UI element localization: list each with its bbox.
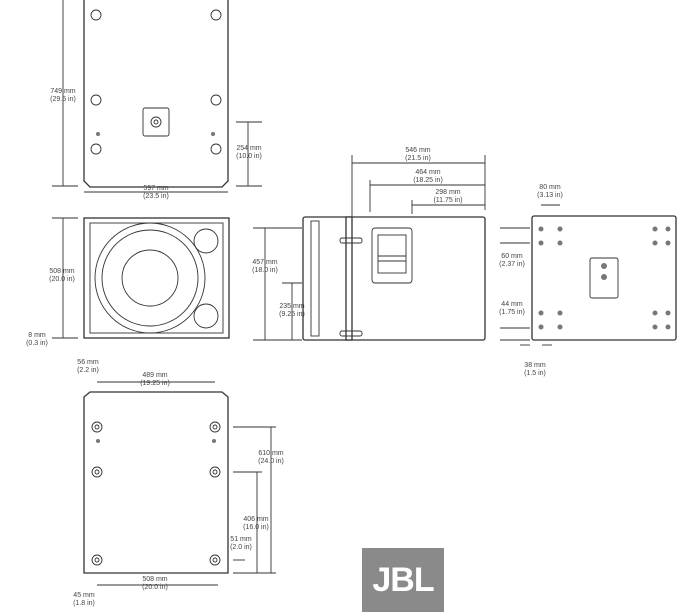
- dim-label: (21.5 in): [405, 155, 431, 162]
- mount-point-icon: [557, 240, 563, 246]
- dim-label: 45 mm: [73, 592, 95, 599]
- dim-label: (2.2 in): [77, 367, 99, 374]
- dim-label: 489 mm: [142, 372, 167, 379]
- foot-icon: [91, 421, 103, 433]
- foot-icon: [91, 554, 103, 566]
- dim-label: (29.5 in): [50, 96, 76, 103]
- dim-label: (18.0 in): [252, 267, 278, 274]
- dim-label: 406 mm: [243, 516, 268, 523]
- mount-point-icon: [557, 324, 563, 330]
- jbl-logo: JBL: [362, 548, 444, 612]
- dim-label: 508 mm: [142, 576, 167, 583]
- dim-label: (19.25 in): [140, 380, 170, 387]
- top-view: [52, 0, 262, 193]
- mount-point-icon: [557, 310, 563, 316]
- foot-icon: [212, 557, 218, 563]
- dim-label: 464 mm: [415, 169, 440, 176]
- mount-point-icon: [665, 310, 671, 316]
- mount-point-icon: [665, 240, 671, 246]
- foot-icon: [209, 466, 221, 478]
- dim-label: (20.0 in): [142, 584, 168, 591]
- rear-view: [500, 204, 677, 346]
- dim-label: (1.8 in): [73, 600, 95, 607]
- dim-label: (3.13 in): [537, 192, 563, 199]
- side-view: [253, 155, 486, 341]
- foot-icon: [209, 421, 221, 433]
- dim-label: 749 mm: [50, 88, 75, 95]
- dim-label: 60 mm: [501, 253, 523, 260]
- mount-point-icon: [652, 226, 658, 232]
- dim-label: (2.0 in): [230, 544, 252, 551]
- dim-label: (10.0 in): [236, 153, 262, 160]
- mount-point-icon: [652, 310, 658, 316]
- mount-point-icon: [652, 240, 658, 246]
- foot-icon: [212, 469, 218, 475]
- front-view: [52, 217, 230, 339]
- dim-label: 44 mm: [501, 301, 523, 308]
- foot-icon: [91, 466, 103, 478]
- dim-label: 457 mm: [252, 259, 277, 266]
- mount-point-icon: [538, 310, 544, 316]
- bottom-view: [83, 381, 276, 586]
- mount-point-icon: [665, 324, 671, 330]
- dim-label: (11.75 in): [433, 197, 462, 204]
- foot-icon: [94, 557, 100, 563]
- dim-label: 508 mm: [49, 268, 74, 275]
- dim-label: (1.5 in): [524, 370, 546, 377]
- mount-point-icon: [652, 324, 658, 330]
- dim-label: (24.0 in): [258, 458, 284, 465]
- dim-label: (23.5 in): [143, 193, 169, 200]
- dim-label: (9.25 in): [279, 311, 305, 318]
- foot-icon: [94, 424, 100, 430]
- dim-label: (16.0 in): [243, 524, 269, 531]
- dim-label: (18.25 in): [413, 177, 443, 184]
- mount-point-icon: [538, 324, 544, 330]
- foot-icon: [212, 424, 218, 430]
- dim-label: 254 mm: [236, 145, 261, 152]
- foot-icon: [94, 469, 100, 475]
- dim-label: 51 mm: [230, 536, 252, 543]
- dim-label: 298 mm: [435, 189, 460, 196]
- dim-label: 80 mm: [539, 184, 561, 191]
- dim-label: 235 mm: [279, 303, 304, 310]
- mount-point-icon: [538, 240, 544, 246]
- foot-icon: [209, 554, 221, 566]
- dim-label: 546 mm: [405, 147, 430, 154]
- dim-label: (2.37 in): [499, 261, 525, 268]
- dim-label: 8 mm: [28, 332, 46, 339]
- dim-label: (0.3 in): [26, 340, 48, 347]
- mount-point-icon: [538, 226, 544, 232]
- mount-point-icon: [557, 226, 563, 232]
- dim-label: 56 mm: [77, 359, 99, 366]
- dim-label: 38 mm: [524, 362, 546, 369]
- mount-point-icon: [665, 226, 671, 232]
- dim-label: (20.0 in): [49, 276, 75, 283]
- dim-label: 597 mm: [143, 185, 168, 192]
- dim-label: (1.75 in): [499, 309, 525, 316]
- dim-label: 610 mm: [258, 450, 283, 457]
